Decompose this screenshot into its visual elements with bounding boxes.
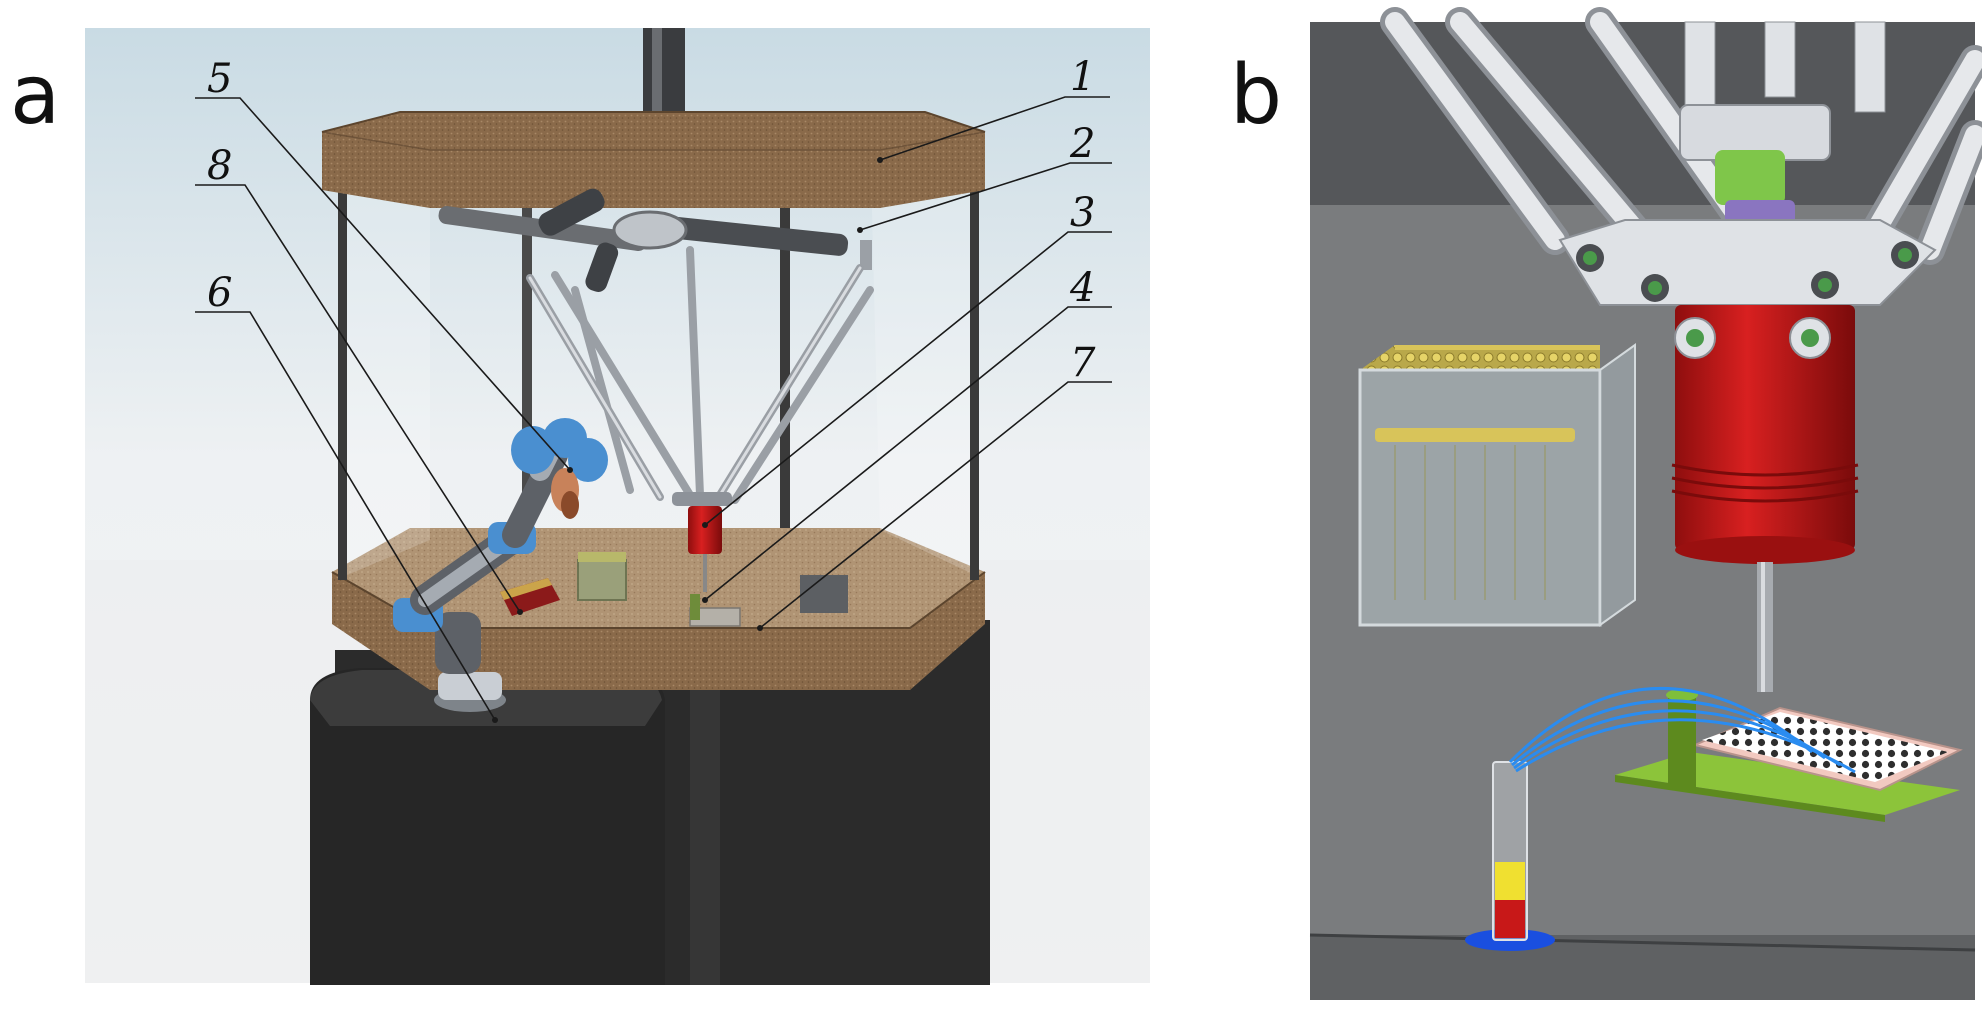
callout-7: 7 <box>1070 340 1096 386</box>
top-frame <box>321 111 986 208</box>
callout-3: 3 <box>1070 190 1095 236</box>
panel-label-b: b <box>1230 48 1283 143</box>
panel-b-illustration <box>1309 7 1982 1000</box>
callout-5: 5 <box>207 56 232 102</box>
callout-8: 8 <box>207 143 232 189</box>
rear-post <box>780 190 790 570</box>
cobot-arm <box>393 418 608 712</box>
callout-1: 1 <box>1070 54 1095 100</box>
front-post-left <box>338 190 347 580</box>
sample-tube <box>1465 761 1555 951</box>
red-effector <box>688 506 722 554</box>
callout-4: 4 <box>1069 265 1095 311</box>
panel-label-a: a <box>10 48 61 143</box>
front-post-right <box>970 190 979 580</box>
moving-platform <box>1558 219 1937 306</box>
transfer-arcs <box>1508 687 1856 774</box>
worktable-items <box>500 552 848 627</box>
green-adapter <box>1715 150 1785 205</box>
panel-a-illustration: 1 2 3 4 5 6 7 8 <box>85 28 1150 985</box>
rear-post <box>522 205 532 535</box>
red-dispenser <box>1671 305 1859 692</box>
callout-6: 6 <box>207 270 232 316</box>
callout-2: 2 <box>1069 121 1095 167</box>
tip-rack <box>1358 343 1636 627</box>
leader-lines <box>195 96 1112 721</box>
